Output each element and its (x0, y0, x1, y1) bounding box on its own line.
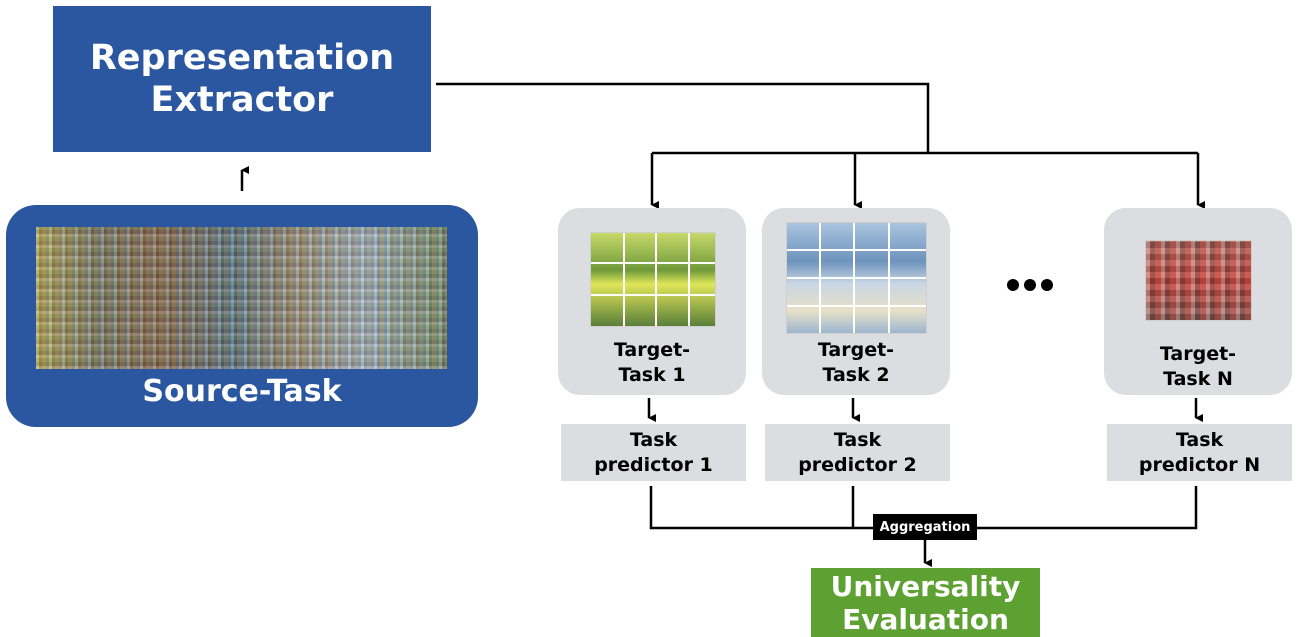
universality-evaluation-line1: Universality (830, 569, 1021, 603)
source-task-label: Source-Task (142, 374, 342, 409)
target-task-1-image-grid (590, 232, 716, 327)
target-task-1-label-line2: Task 1 (618, 364, 686, 386)
representation-extractor-line1: Representation (89, 38, 395, 78)
representation-extractor-box: Representation Extractor (53, 6, 431, 152)
universality-evaluation-line2: Evaluation (842, 602, 1009, 636)
task-predictor-n-line1: Task (1175, 428, 1224, 451)
target-task-2-image-grid (786, 222, 927, 334)
task-predictor-n-box: Task predictor N (1107, 424, 1292, 481)
task-predictor-1-box: Task predictor 1 (561, 424, 746, 481)
representation-extractor-line2: Extractor (150, 80, 334, 120)
task-predictor-n-line2: predictor N (1138, 453, 1261, 476)
task-predictor-2-box: Task predictor 2 (765, 424, 950, 481)
ellipsis-dot (1007, 279, 1019, 291)
task-predictor-2-line2: predictor 2 (798, 453, 917, 476)
target-task-2-label-line2: Task 2 (822, 364, 890, 386)
aggregation-badge: Aggregation (873, 514, 977, 540)
ellipsis-dot (1024, 279, 1036, 291)
source-task-image-mosaic (36, 227, 447, 369)
target-task-n-label-line1: Target- (1159, 343, 1237, 365)
task-predictor-2-line1: Task (833, 428, 882, 451)
target-task-n-image-grid (1145, 240, 1252, 321)
target-task-n-label: Target- Task N (1104, 342, 1292, 392)
ellipsis-dot (1041, 279, 1053, 291)
universality-evaluation-box: Universality Evaluation (811, 568, 1040, 637)
target-task-1-label-line1: Target- (613, 339, 691, 361)
target-task-n-label-line2: Task N (1163, 368, 1233, 390)
target-task-2-label-line1: Target- (817, 339, 895, 361)
target-task-2-label: Target- Task 2 (762, 338, 950, 388)
extractor-feed-line (436, 82, 930, 153)
task-predictor-1-line1: Task (629, 428, 678, 451)
target-task-1-label: Target- Task 1 (558, 338, 746, 388)
task-predictor-1-line2: predictor 1 (594, 453, 713, 476)
